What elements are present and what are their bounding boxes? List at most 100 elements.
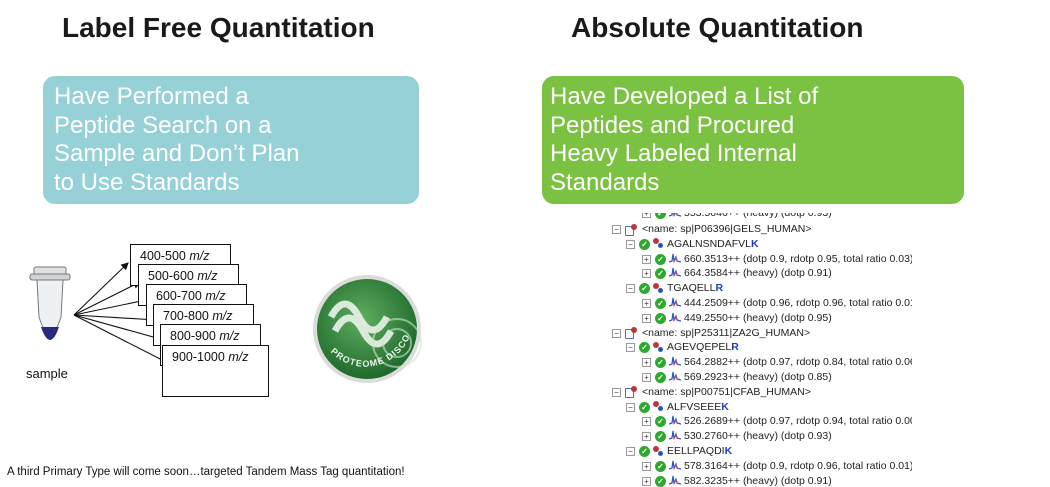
precursor-label: 553.5046++ (heavy) (dotp 0.93)	[684, 213, 832, 219]
expand-toggle[interactable]: +	[642, 432, 651, 442]
precursor-row[interactable]: + ✓ 582.3235++ (heavy) (dotp 0.91)	[642, 475, 832, 487]
peptide-icon	[653, 401, 664, 413]
peak-icon	[668, 459, 682, 474]
collapse-toggle[interactable]: −	[612, 328, 621, 338]
mz-unit: m/z	[189, 249, 210, 263]
label-free-description-box: Have Performed a Peptide Search on a Sam…	[43, 76, 419, 204]
peak-icon	[668, 355, 682, 370]
peptide-sequence: ALFVSEEE	[667, 400, 722, 413]
check-icon: ✓	[655, 431, 666, 443]
check-icon: ✓	[639, 446, 650, 457]
absolute-quant-heading: Absolute Quantitation	[571, 12, 864, 43]
peptide-sequence: AGEVQEPEL	[667, 341, 732, 354]
precursor-label: 444.2509++ (dotp 0.96, rdotp 0.96, total…	[684, 297, 912, 309]
mz-unit: m/z	[212, 309, 233, 323]
terminal-residue: K	[724, 445, 733, 457]
protein-icon	[625, 327, 638, 340]
expand-toggle[interactable]: +	[642, 213, 651, 218]
expand-toggle[interactable]: +	[642, 417, 651, 427]
expand-toggle[interactable]: +	[642, 476, 651, 486]
protein-icon	[625, 386, 638, 399]
box-line: Peptide Search on a	[54, 111, 272, 139]
mz-unit: m/z	[205, 289, 226, 303]
mz-range: 500-600	[148, 269, 194, 283]
check-icon: ✓	[655, 268, 666, 280]
box-line: Have Developed a List of	[550, 83, 819, 110]
check-icon: ✓	[655, 298, 666, 309]
peak-icon	[668, 429, 682, 444]
precursor-row[interactable]: +✓660.3513++ (dotp 0.9, rdotp 0.95, tota…	[642, 253, 912, 266]
collapse-toggle[interactable]: −	[612, 387, 621, 397]
precursor-row[interactable]: + ✓ 578.3164++ (dotp 0.9, rdotp 0.96, tota…	[642, 460, 912, 473]
check-icon: ✓	[655, 372, 666, 383]
box-line: Sample and Don’t Plan	[54, 140, 300, 167]
mz-range: 600-700	[156, 289, 202, 303]
precursor-label: 582.3235++ (heavy) (dotp 0.91)	[684, 474, 832, 487]
expand-toggle[interactable]: +	[642, 461, 651, 471]
peptide-tree: +✓553.5046++ (heavy) (dotp 0.93)−<name: …	[612, 213, 912, 487]
check-icon: ✓	[639, 401, 650, 413]
protein-row[interactable]: −<name: sp|P06396|GELS_HUMAN>	[612, 223, 811, 236]
protein-row[interactable]: − <name: sp|P00751|CFAB_HUMAN>	[612, 386, 811, 399]
protein-icon	[625, 223, 638, 236]
precursor-row[interactable]: + ✓ 449.2550++ (heavy) (dotp 0.95)	[642, 312, 832, 325]
expand-toggle[interactable]: +	[642, 373, 651, 382]
check-icon: ✓	[639, 238, 650, 250]
precursor-label: 449.2550++ (heavy) (dotp 0.95)	[684, 311, 832, 324]
precursor-label: 569.2923++ (heavy) (dotp 0.85)	[684, 371, 832, 383]
footer-note: A third Primary Type will come soon…targ…	[7, 466, 405, 478]
precursor-row[interactable]: +✓526.2689++ (dotp 0.97, rdotp 0.94, tot…	[642, 415, 912, 428]
precursor-row[interactable]: +✓553.5046++ (heavy) (dotp 0.93)	[642, 213, 832, 220]
box-line: Heavy Labeled Internal	[550, 140, 797, 167]
precursor-row[interactable]: +✓664.3584++ (heavy) (dotp 0.91)	[642, 267, 832, 280]
collapse-toggle[interactable]: −	[626, 239, 635, 249]
precursor-label: 530.2760++ (heavy) (dotp 0.93)	[684, 430, 832, 443]
peak-icon	[668, 213, 682, 221]
precursor-row[interactable]: + ✓ 444.2509++ (dotp 0.96, rdotp 0.96, tot…	[642, 297, 912, 310]
fraction-arrows	[73, 262, 169, 364]
collapse-toggle[interactable]: −	[626, 447, 635, 456]
box-line: Standards	[550, 168, 660, 196]
mz-range: 700-800	[163, 309, 209, 323]
peak-icon	[668, 370, 682, 385]
mz-range: 800-900	[170, 329, 216, 343]
check-icon: ✓	[655, 475, 666, 487]
expand-toggle[interactable]: +	[642, 254, 651, 264]
peak-icon	[668, 311, 682, 326]
expand-toggle[interactable]: +	[642, 358, 651, 368]
precursor-label: 578.3164++ (dotp 0.9, rdotp 0.96, total …	[684, 459, 912, 472]
peak-icon	[668, 474, 682, 487]
expand-toggle[interactable]: +	[642, 269, 651, 279]
protein-row[interactable]: − <name: sp|P25311|ZA2G_HUMAN>	[612, 327, 810, 340]
precursor-row[interactable]: + ✓ 530.2760++ (heavy) (dotp 0.93)	[642, 430, 832, 443]
precursor-row[interactable]: + ✓ 569.2923++ (heavy) (dotp 0.85)	[642, 371, 832, 384]
expand-toggle[interactable]: +	[642, 313, 651, 323]
collapse-toggle[interactable]: −	[626, 343, 635, 353]
mz-range: 400-500	[140, 249, 186, 263]
check-icon: ✓	[639, 342, 650, 354]
collapse-toggle[interactable]: −	[626, 402, 635, 412]
check-icon: ✓	[655, 460, 666, 472]
protein-name: <name: sp|P00751|CFAB_HUMAN>	[642, 385, 811, 398]
check-icon: ✓	[655, 312, 666, 324]
mz-unit: m/z	[228, 350, 249, 364]
terminal-residue: R	[731, 341, 739, 354]
mz-unit: m/z	[219, 329, 240, 343]
terminal-residue: K	[751, 237, 759, 250]
peak-icon	[668, 252, 682, 267]
collapse-toggle[interactable]: −	[626, 284, 635, 294]
peptide-sequence: EELLPAQDI	[667, 445, 725, 457]
terminal-residue: K	[721, 400, 729, 413]
box-line: Have Performed a	[54, 83, 249, 110]
precursor-row[interactable]: +✓564.2882++ (dotp 0.97, rdotp 0.84, tot…	[642, 356, 912, 369]
protein-name: <name: sp|P25311|ZA2G_HUMAN>	[642, 326, 811, 339]
expand-toggle[interactable]: +	[642, 299, 651, 308]
mz-range: 900-1000	[172, 350, 225, 364]
collapse-toggle[interactable]: −	[612, 225, 621, 234]
peptide-sequence: TGAQELL	[667, 282, 716, 295]
